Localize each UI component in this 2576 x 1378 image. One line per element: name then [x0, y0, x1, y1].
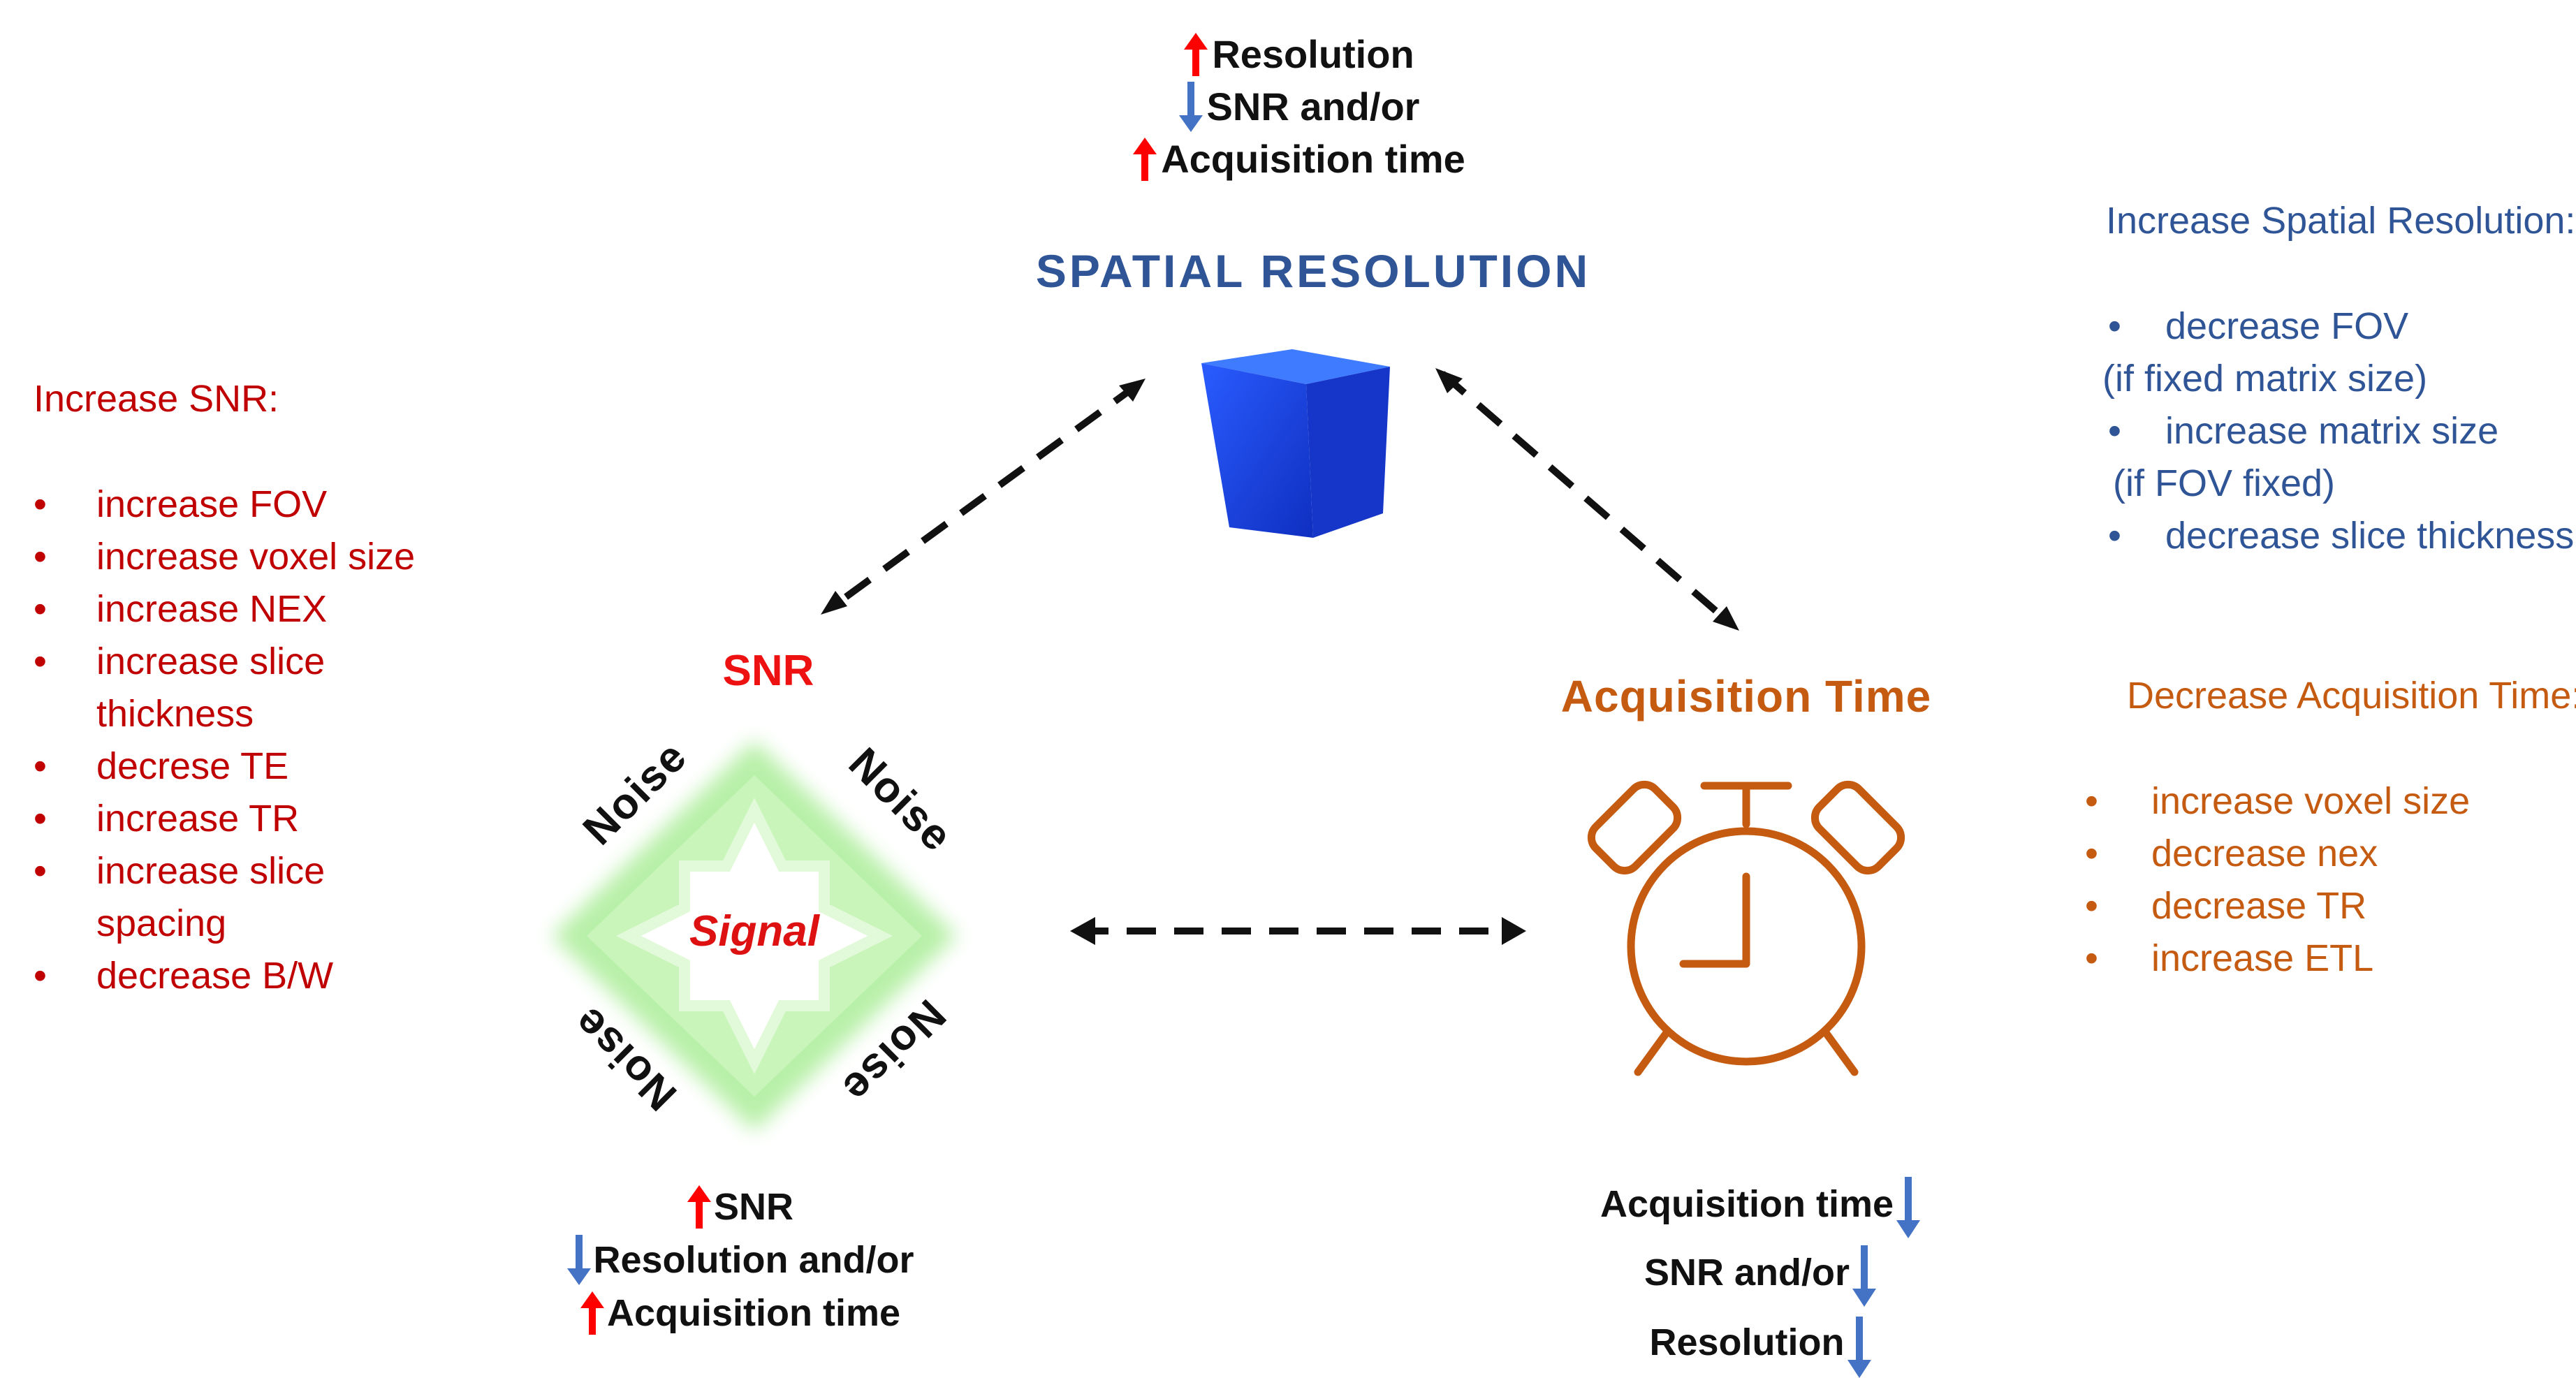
tradeoff-line: Resolution: [1565, 1307, 1956, 1378]
double-arrow-icon: [829, 381, 1141, 611]
list-item-text: decrese TE: [96, 745, 289, 787]
tradeoff-line: Acquisition time: [531, 1287, 950, 1340]
list-item-text: decrease B/W: [96, 955, 334, 997]
tradeoff-text: Resolution: [1649, 1321, 1845, 1363]
list-item-text: increase slice: [96, 850, 325, 892]
tradeoff-line: SNR and/or: [1076, 80, 1523, 133]
arrow-down-icon: [566, 1235, 591, 1285]
list-item-text: spacing: [96, 902, 227, 944]
alarm-clock-icon: [1587, 780, 1905, 1076]
list-item-note: (if fixed matrix size): [2102, 358, 2428, 400]
increase-resolution-title: Increase Spatial Resolution:: [2106, 200, 2576, 242]
list-item-text: increase voxel size: [96, 536, 416, 578]
list-item: increase voxel size: [34, 531, 425, 583]
tradeoff-text: Resolution and/or: [593, 1239, 914, 1281]
tradeoff-text: Acquisition time: [1161, 137, 1465, 181]
list-item: increase TR: [34, 793, 425, 845]
tradeoff-line: Acquisition time: [1565, 1170, 1956, 1238]
increase-snr-title: Increase SNR:: [34, 378, 279, 420]
list-item: decrease TR: [2085, 880, 2476, 932]
list-item: increase slice thickness: [34, 636, 425, 740]
tradeoff-line: SNR: [531, 1180, 950, 1233]
list-item: increase slice spacing: [34, 845, 425, 950]
arrow-up-icon: [1184, 32, 1208, 76]
arrow-up-icon: [687, 1185, 711, 1229]
list-item-text: increase slice: [96, 640, 325, 682]
signal-label: Signal: [689, 907, 820, 955]
tradeoff-line: Resolution and/or: [531, 1233, 950, 1287]
tradeoff-line: Resolution: [1076, 28, 1523, 80]
arrowhead: [1435, 368, 1463, 393]
increase-snr-list: increase FOV increase voxel size increas…: [34, 478, 425, 1002]
arrow-up-icon: [1133, 137, 1157, 181]
list-item: increase NEX: [34, 583, 425, 636]
list-item-text: increase FOV: [96, 483, 328, 525]
tradeoff-text: SNR: [713, 1186, 793, 1228]
list-item: decrese TE: [34, 740, 425, 793]
decrease-acquisition-title: Decrease Acquisition Time:: [2127, 675, 2576, 717]
tradeoff-text: Acquisition time: [1600, 1183, 1894, 1225]
list-item: decrease slice thickness: [2102, 510, 2576, 562]
arrow-down-icon: [1896, 1177, 1921, 1238]
list-item-text: increase TR: [96, 798, 300, 840]
tradeoff-text: SNR and/or: [1206, 85, 1420, 129]
snr-title: SNR: [722, 647, 814, 695]
arrow-up-icon: [580, 1291, 604, 1335]
list-item: decrease B/W: [34, 950, 425, 1002]
tradeoff-text: SNR and/or: [1644, 1252, 1850, 1293]
list-item: decrease FOV: [2102, 300, 2576, 353]
list-item: decrease nex: [2085, 828, 2476, 880]
list-item-note: (if FOV fixed): [2102, 462, 2336, 504]
spatial-resolution-title: SPATIAL RESOLUTION: [1035, 245, 1591, 297]
arrow-down-icon: [1847, 1317, 1871, 1378]
decrease-acquisition-list: increase voxel size decrease nex decreas…: [2085, 775, 2476, 985]
tradeoff-text: Resolution: [1212, 32, 1414, 76]
acq-tradeoff: Acquisition time SNR and/or Resolution: [1565, 1170, 1956, 1378]
double-arrow-icon: [1440, 371, 1735, 628]
arrowhead: [821, 591, 847, 615]
signal-diamond-icon: [552, 740, 957, 1131]
arrowhead: [1502, 917, 1526, 945]
arrow-down-icon: [1852, 1245, 1877, 1307]
snr-tradeoff: SNR Resolution and/or Acquisition time: [531, 1180, 950, 1340]
spatial-tradeoff: Resolution SNR and/or Acquisition time: [1076, 28, 1523, 185]
list-item-text: increase NEX: [96, 588, 328, 630]
tradeoff-text: Acquisition time: [606, 1292, 901, 1334]
tradeoff-line: Acquisition time: [1076, 133, 1523, 185]
list-item: increase ETL: [2085, 932, 2476, 985]
list-item-text: thickness: [96, 693, 254, 735]
list-item: increase matrix size: [2102, 405, 2576, 457]
cube-icon: [1201, 349, 1390, 538]
list-item: increase voxel size: [2085, 775, 2476, 828]
arrowhead: [1070, 917, 1095, 945]
arrowhead: [1713, 606, 1739, 631]
arrow-down-icon: [1178, 81, 1203, 132]
acquisition-time-title: Acquisition Time: [1560, 671, 1932, 721]
increase-resolution-list: decrease FOV (if fixed matrix size) incr…: [2102, 300, 2576, 562]
list-item: increase FOV: [34, 478, 425, 531]
tradeoff-line: SNR and/or: [1565, 1238, 1956, 1307]
arrowhead: [1119, 379, 1146, 402]
